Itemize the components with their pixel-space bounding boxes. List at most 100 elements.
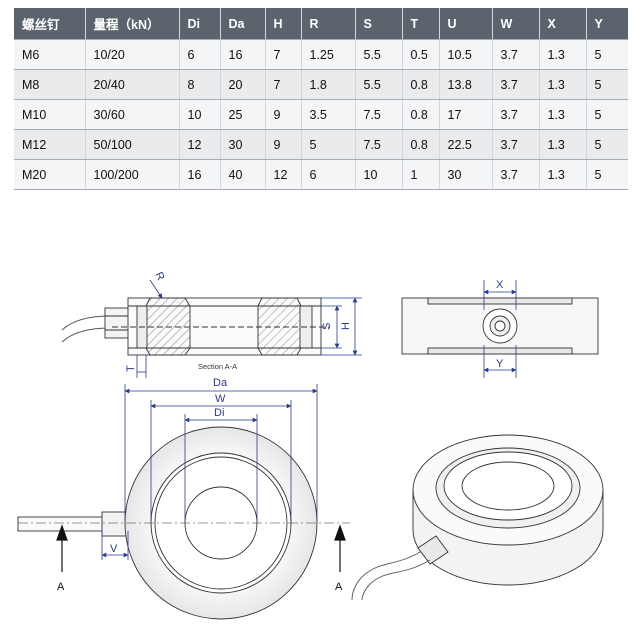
section-arrow-right-icon xyxy=(334,524,346,541)
table-cell: 30 xyxy=(220,129,266,160)
header-di: Di xyxy=(179,8,221,40)
table-cell: M12 xyxy=(14,129,86,160)
table-cell: 5.5 xyxy=(355,39,403,70)
table-cell: 9 xyxy=(265,129,302,160)
table-cell: 25 xyxy=(220,99,266,130)
table-cell: 1.3 xyxy=(539,159,587,190)
iso-cable-gland xyxy=(417,535,449,565)
table-cell: M8 xyxy=(14,69,86,100)
dim-label-da: Da xyxy=(213,377,228,389)
table-cell: 0.8 xyxy=(402,99,440,130)
header-t: T xyxy=(402,8,440,40)
table-cell: 7.5 xyxy=(355,129,403,160)
table-row: M10 30/60 10 25 9 3.5 7.5 0.8 17 3.7 1.3… xyxy=(14,99,628,130)
table-cell: 5.5 xyxy=(355,69,403,100)
table-cell: 30 xyxy=(439,159,493,190)
table-cell: 1.25 xyxy=(301,39,356,70)
table-cell: 9 xyxy=(265,99,302,130)
dim-label-h: H xyxy=(340,322,352,330)
section-arrows xyxy=(56,524,346,572)
table-cell: 3.7 xyxy=(492,69,540,100)
section-hatch-right xyxy=(257,297,302,356)
dim-label-w: W xyxy=(215,393,226,405)
table-cell: 6 xyxy=(179,39,221,70)
table-cell: 3.7 xyxy=(492,129,540,160)
header-screw: 螺丝钉 xyxy=(14,8,86,40)
table-cell: 20 xyxy=(220,69,266,100)
table-cell: 0.5 xyxy=(402,39,440,70)
header-h: H xyxy=(265,8,302,40)
table-row: M8 20/40 8 20 7 1.8 5.5 0.8 13.8 3.7 1.3… xyxy=(14,69,628,100)
table-cell: 5 xyxy=(586,69,628,100)
table-row: M20 100/200 16 40 12 6 10 1 30 3.7 1.3 5 xyxy=(14,159,628,190)
section-view xyxy=(61,297,330,356)
table-cell: 5 xyxy=(586,99,628,130)
dim-label-di: Di xyxy=(214,407,224,419)
table-cell: 0.8 xyxy=(402,129,440,160)
table-cell: 1.3 xyxy=(539,39,587,70)
top-cable-gland xyxy=(101,511,129,537)
table-cell: 40 xyxy=(220,159,266,190)
table-row: M6 10/20 6 16 7 1.25 5.5 0.5 10.5 3.7 1.… xyxy=(14,39,628,70)
iso-view xyxy=(351,434,604,601)
table-cell: 0.8 xyxy=(402,69,440,100)
section-label: Section A-A xyxy=(198,362,237,371)
table-cell: M6 xyxy=(14,39,86,70)
table-cell: 20/40 xyxy=(85,69,180,100)
table-cell: 3.7 xyxy=(492,99,540,130)
header-range: 量程（kN） xyxy=(85,8,180,40)
spec-table: 螺丝钉 量程（kN） Di Da H R S T U W X Y M6 10/2… xyxy=(14,8,628,190)
table-cell: 5 xyxy=(586,129,628,160)
table-cell: 1.8 xyxy=(301,69,356,100)
table-cell: 3.7 xyxy=(492,39,540,70)
table-cell: 1.3 xyxy=(539,69,587,100)
table-cell: 5 xyxy=(586,159,628,190)
iso-inner-bore xyxy=(461,461,555,511)
dim-label-r: R xyxy=(152,270,166,282)
dim-label-v: V xyxy=(110,543,118,555)
section-mark-right: A xyxy=(335,581,343,593)
header-da: Da xyxy=(220,8,266,40)
table-cell: 6 xyxy=(301,159,356,190)
table-cell: 10.5 xyxy=(439,39,493,70)
table-cell: 3.7 xyxy=(492,159,540,190)
table-cell: 30/60 xyxy=(85,99,180,130)
top-view xyxy=(17,426,350,620)
table-cell: 16 xyxy=(179,159,221,190)
table-cell: 22.5 xyxy=(439,129,493,160)
header-r: R xyxy=(301,8,356,40)
table-cell: 7.5 xyxy=(355,99,403,130)
table-cell: 12 xyxy=(265,159,302,190)
table-cell: 1.3 xyxy=(539,99,587,130)
dim-label-s: S xyxy=(321,323,333,330)
section-arrow-left-icon xyxy=(56,524,68,541)
dim-label-y: Y xyxy=(496,358,504,370)
table-row: M12 50/100 12 30 9 5 7.5 0.8 22.5 3.7 1.… xyxy=(14,129,628,160)
iso-cable xyxy=(351,551,431,601)
table-cell: 100/200 xyxy=(85,159,180,190)
header-u: U xyxy=(439,8,493,40)
table-cell: 50/100 xyxy=(85,129,180,160)
side-dims xyxy=(483,280,517,378)
header-w: W xyxy=(492,8,540,40)
dim-label-t: T xyxy=(125,365,137,372)
header-x: X xyxy=(539,8,587,40)
table-cell: 10 xyxy=(355,159,403,190)
side-view xyxy=(401,297,599,355)
table-cell: 10/20 xyxy=(85,39,180,70)
table-cell: 5 xyxy=(301,129,356,160)
header-y: Y xyxy=(586,8,628,40)
table-header-row: 螺丝钉 量程（kN） Di Da H R S T U W X Y xyxy=(14,8,628,40)
table-cell: 12 xyxy=(179,129,221,160)
table-cell: 5 xyxy=(586,39,628,70)
section-dims xyxy=(136,279,362,378)
table-cell: M20 xyxy=(14,159,86,190)
section-mark-left: A xyxy=(57,581,65,593)
cable-left xyxy=(61,315,111,343)
table-cell: 10 xyxy=(179,99,221,130)
dim-label-x: X xyxy=(496,279,504,291)
cable-gland-section xyxy=(104,307,131,339)
table-cell: 13.8 xyxy=(439,69,493,100)
top-dims xyxy=(101,384,318,560)
table-cell: 1 xyxy=(402,159,440,190)
